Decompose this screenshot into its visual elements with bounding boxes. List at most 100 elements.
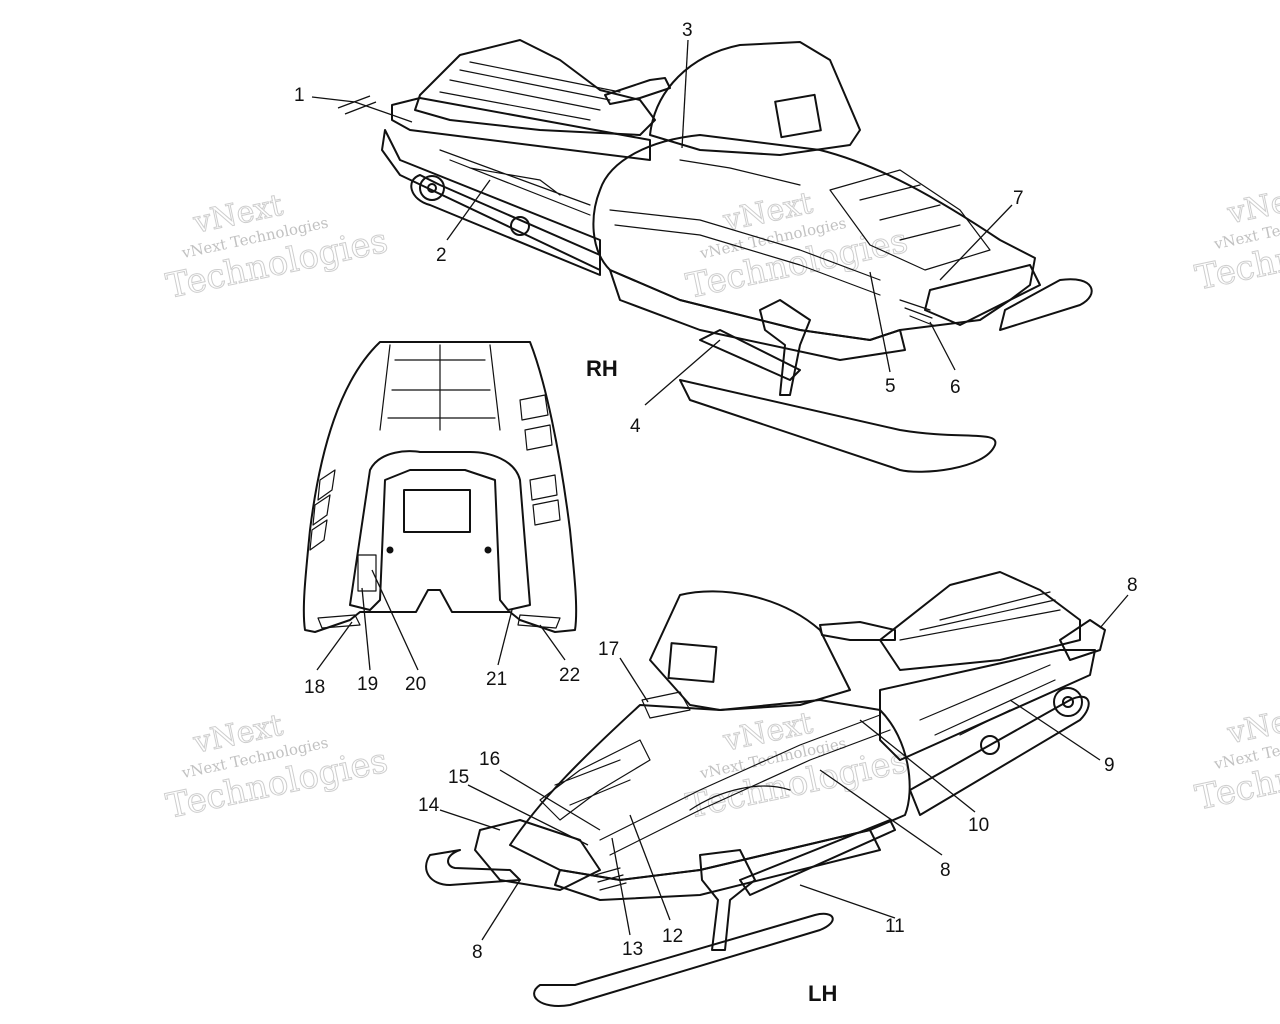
mid-wheel	[510, 216, 530, 236]
watermarks: vNext vNext Technologies Technologies vN…	[162, 178, 1280, 827]
callout-8-bumper: 8	[472, 942, 483, 963]
seat	[414, 39, 656, 136]
leader-6	[929, 321, 956, 371]
hood-vents	[829, 169, 991, 271]
hood-bottom-slots	[317, 614, 561, 629]
callout-2: 2	[436, 245, 447, 266]
leader-13	[611, 837, 631, 936]
leader-17	[619, 657, 649, 703]
leader-5	[869, 271, 891, 373]
tunnel	[381, 129, 601, 271]
front-bumper	[474, 819, 601, 891]
callout-15: 15	[448, 767, 469, 788]
callout-7: 7	[1013, 188, 1024, 209]
tunnel	[879, 649, 1096, 761]
rear-idler-hub	[427, 183, 437, 193]
belly-pan	[554, 829, 881, 901]
front-bumper	[924, 264, 1041, 326]
handlebar	[819, 621, 896, 641]
leader-20	[371, 569, 419, 671]
snowmobile-right-side-view	[381, 39, 1093, 473]
callout-10: 10	[968, 815, 989, 836]
rear-idler-wheel	[1053, 687, 1083, 717]
leader-12	[629, 814, 671, 921]
hood-data-plate	[403, 489, 471, 533]
tunnel-decal-stripes	[919, 664, 1056, 736]
callout-1: 1	[294, 85, 305, 106]
callout-numbers: 1 2 3 4 5 6 7 8 9 10 8 11 12 13 8 14 15 …	[294, 20, 1138, 963]
callout-3: 3	[682, 20, 693, 41]
seat-texture	[899, 591, 1061, 641]
front-suspension	[699, 849, 756, 951]
leader-16	[499, 769, 601, 831]
callout-17: 17	[598, 639, 619, 660]
leader-2	[446, 179, 491, 241]
rear-idler-hub	[1062, 696, 1074, 708]
hood	[592, 134, 1036, 341]
right-ski	[679, 379, 997, 473]
windshield	[649, 590, 851, 711]
callout-8-seat: 8	[1127, 575, 1138, 596]
belly-pan	[609, 269, 906, 361]
leader-8a	[1099, 594, 1129, 629]
hood-fastener	[484, 546, 492, 554]
hood-front-view	[302, 341, 578, 633]
windshield	[649, 41, 861, 156]
leader-1	[311, 96, 413, 123]
seat-texture	[439, 61, 621, 121]
leader-9	[1009, 699, 1101, 761]
view-label-rh: RH	[586, 356, 618, 381]
callout-22: 22	[559, 665, 580, 686]
leader-19	[361, 587, 371, 671]
rear-bumper	[1059, 619, 1106, 661]
watermark-top-right: vNext vNext Technologies Technologies	[1191, 178, 1280, 299]
hood-decal-20-patch	[357, 554, 377, 592]
tunnel-decal-stripes	[439, 149, 591, 216]
watermark-bottom-left: vNext vNext Technologies Technologies	[162, 707, 391, 827]
leader-lines	[311, 39, 1129, 941]
rear-bumper	[391, 97, 651, 161]
leader-15	[467, 784, 589, 846]
leader-10	[859, 719, 976, 813]
callout-21: 21	[486, 669, 507, 690]
gauge-pod	[667, 642, 718, 683]
callout-16: 16	[479, 749, 500, 770]
hood-side-vents-right	[519, 394, 561, 526]
leader-18	[316, 621, 353, 671]
leader-3	[681, 39, 689, 149]
left-ski	[999, 278, 1093, 331]
callout-12: 12	[662, 926, 683, 947]
hood-center-stripes	[379, 344, 501, 431]
right-ski	[533, 912, 834, 1007]
mid-wheel	[980, 735, 1000, 755]
rear-track	[410, 174, 601, 276]
snowmobile-left-side-view	[425, 571, 1106, 1007]
callout-9: 9	[1104, 755, 1115, 776]
hood-decal-stripes	[599, 714, 891, 856]
rear-track	[909, 695, 1090, 816]
callout-13: 13	[622, 939, 643, 960]
gauge-pod	[774, 93, 822, 139]
handlebar	[604, 77, 671, 105]
hood-decal-stripes	[609, 159, 881, 296]
leader-8b	[819, 769, 943, 856]
leader-11	[799, 884, 896, 919]
leader-1-break	[337, 95, 377, 115]
left-ski	[425, 849, 521, 886]
callout-14: 14	[418, 795, 440, 816]
view-label-lh: LH	[808, 981, 837, 1006]
rear-idler-wheel	[419, 175, 445, 201]
callout-20: 20	[405, 674, 426, 695]
leader-22	[539, 624, 566, 661]
ski-spindle	[739, 819, 896, 896]
watermark-top-left: vNext vNext Technologies Technologies	[162, 187, 391, 307]
hood-inner-cutout	[349, 450, 531, 611]
leader-7	[939, 204, 1013, 281]
callout-5: 5	[885, 376, 896, 397]
callout-19: 19	[357, 674, 378, 695]
hood-vents	[539, 739, 651, 821]
callout-6: 6	[950, 377, 961, 398]
hood-fastener	[386, 546, 394, 554]
ski-spindle	[699, 329, 801, 381]
